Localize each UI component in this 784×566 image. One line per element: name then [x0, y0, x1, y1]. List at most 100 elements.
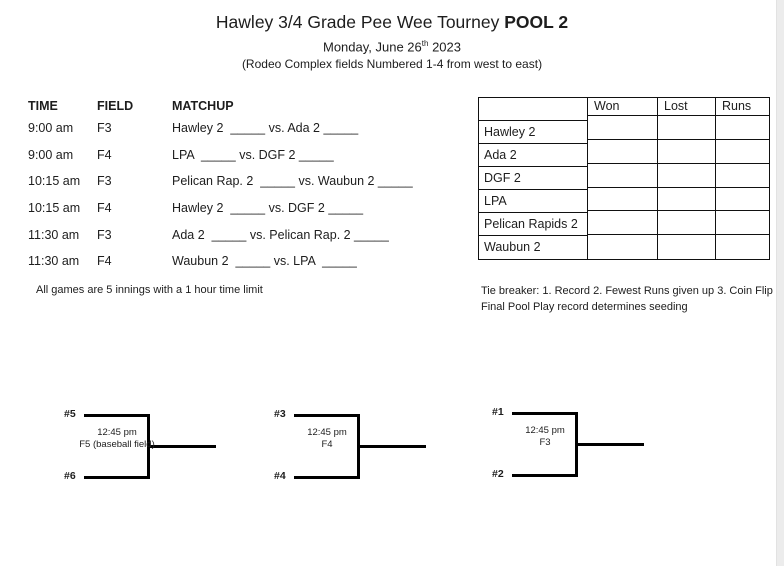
fields-location-note: (Rodeo Complex fields Numbered 1-4 from … [241, 57, 543, 72]
stat-cell [658, 116, 716, 140]
stat-cell [716, 188, 769, 212]
bracket-line-bottom [294, 476, 360, 479]
game-field: F4 [97, 254, 112, 269]
bracket-game-time: 12:45 pm [307, 427, 347, 438]
stat-cell [716, 235, 769, 259]
seed-label-bottom: #4 [274, 470, 286, 482]
game-schedule: TIME FIELD MATCHUP 9:00 am F3 Hawley 2 _… [28, 97, 413, 275]
game-field: F4 [97, 201, 112, 216]
bracket-game-field: F5 (baseball field) [79, 439, 155, 450]
game-time: 9:00 am [28, 121, 74, 136]
bracket-game-field: F3 [539, 437, 551, 448]
event-date: Monday, June 26th 2023 [0, 35, 784, 55]
schedule-row: 9:00 am F4 LPA _____ vs. DGF 2 _____ [28, 142, 413, 169]
stat-cell [716, 116, 769, 140]
innings-rule-note: All games are 5 innings with a 1 hour ti… [36, 284, 263, 296]
col-header-won: Won [588, 98, 658, 116]
game-field: F4 [97, 147, 112, 162]
bracket-line-bottom [84, 476, 150, 479]
stat-cell [588, 187, 658, 212]
bracket-game-time: 12:45 pm [525, 425, 565, 436]
stat-cell [658, 163, 716, 188]
stat-cell [716, 164, 769, 188]
bracket-game-field: F4 [321, 439, 333, 450]
page-title: Hawley 3/4 Grade Pee Wee Tourney POOL 2 [0, 11, 784, 33]
seed-label-top: #1 [492, 406, 504, 418]
date-ordinal: th [421, 39, 429, 48]
schedule-row: 9:00 am F3 Hawley 2 _____ vs. Ada 2 ____… [28, 115, 413, 142]
game-matchup: Pelican Rap. 2 _____ vs. Waubun 2 _____ [172, 174, 413, 189]
game-time: 11:30 am [28, 254, 80, 269]
stat-cell [588, 211, 658, 236]
stat-cell [716, 140, 769, 164]
standings-team-column: Hawley 2 Ada 2 DGF 2 LPA Pelican Rapids … [479, 98, 588, 259]
bracket-line-winner [150, 445, 216, 448]
game-time: 10:15 am [28, 174, 81, 189]
bracket-game-info: 12:45 pm F3 [497, 425, 593, 449]
seed-label-top: #5 [64, 408, 76, 420]
col-header-time: TIME [28, 99, 58, 113]
document-header: Hawley 3/4 Grade Pee Wee Tourney POOL 2 … [0, 11, 784, 72]
stat-cell [658, 187, 716, 212]
bracket-line-winner [578, 443, 644, 446]
stat-cell [588, 163, 658, 188]
stat-cell [588, 235, 658, 259]
page-edge [776, 0, 784, 566]
game-time: 9:00 am [28, 147, 74, 162]
title-pool-label: POOL 2 [504, 12, 569, 32]
bracket-line-vertical [147, 414, 150, 479]
stat-cell [658, 235, 716, 259]
team-name-cell: Hawley 2 [479, 121, 587, 144]
team-name-cell: DGF 2 [479, 167, 587, 190]
standings-corner-cell [479, 98, 587, 121]
col-header-lost: Lost [658, 98, 716, 116]
game-field: F3 [97, 121, 112, 136]
bracket-line-top [84, 414, 150, 417]
tiebreaker-line1: Tie breaker: 1. Record 2. Fewest Runs gi… [481, 285, 773, 297]
seed-label-bottom: #2 [492, 468, 504, 480]
game-matchup: Hawley 2 _____ vs. Ada 2 _____ [172, 121, 359, 136]
schedule-row: 11:30 am F3 Ada 2 _____ vs. Pelican Rap.… [28, 221, 413, 248]
team-name-cell: Ada 2 [479, 144, 587, 167]
game-matchup: Hawley 2 _____ vs. DGF 2 _____ [172, 201, 364, 216]
stat-cell [658, 211, 716, 236]
team-name-cell: Pelican Rapids 2 [479, 213, 587, 236]
game-matchup: Waubun 2 _____ vs. LPA _____ [172, 254, 357, 269]
stat-cell [588, 116, 658, 140]
team-name-cell: Waubun 2 [484, 240, 541, 254]
team-name-cell: LPA [479, 190, 587, 213]
stat-cell [658, 139, 716, 164]
bracket-line-top [294, 414, 360, 417]
col-header-matchup: MATCHUP [172, 99, 234, 113]
bracket-line-winner [360, 445, 426, 448]
game-time: 11:30 am [28, 227, 80, 242]
bracket-line-vertical [357, 414, 360, 479]
seed-label-top: #3 [274, 408, 286, 420]
playoff-bracket-3v4: #3 #4 12:45 pm F4 [272, 405, 438, 489]
schedule-row: 10:15 am F4 Hawley 2 _____ vs. DGF 2 ___… [28, 195, 413, 222]
title-regular: Hawley 3/4 Grade Pee Wee Tourney [215, 12, 505, 32]
bracket-line-vertical [575, 412, 578, 477]
stat-cell [588, 139, 658, 164]
game-time: 10:15 am [28, 201, 81, 216]
date-suffix: 2023 [428, 39, 461, 55]
tiebreaker-line2: Final Pool Play record determines seedin… [481, 300, 688, 313]
bracket-line-bottom [512, 474, 578, 477]
schedule-row: 10:15 am F3 Pelican Rap. 2 _____ vs. Wau… [28, 168, 413, 195]
bracket-line-top [512, 412, 578, 415]
seed-label-bottom: #6 [64, 470, 76, 482]
bracket-game-time: 12:45 pm [97, 427, 137, 438]
bracket-game-info: 12:45 pm F5 (baseball field) [69, 427, 165, 451]
game-matchup: Ada 2 _____ vs. Pelican Rap. 2 _____ [172, 227, 389, 242]
schedule-row: 11:30 am F4 Waubun 2 _____ vs. LPA _____ [28, 248, 413, 275]
col-header-runs: Runs [716, 98, 769, 116]
schedule-header-row: TIME FIELD MATCHUP [28, 97, 413, 115]
date-prefix: Monday, June 26 [323, 39, 422, 55]
standings-table: Hawley 2 Ada 2 DGF 2 LPA Pelican Rapids … [478, 97, 770, 260]
col-header-field: FIELD [97, 99, 134, 113]
playoff-bracket-1v2: #1 #2 12:45 pm F3 [490, 403, 656, 487]
stat-cell [716, 211, 769, 236]
playoff-bracket-5v6: #5 #6 12:45 pm F5 (baseball field) [62, 405, 228, 489]
game-field: F3 [97, 227, 112, 242]
